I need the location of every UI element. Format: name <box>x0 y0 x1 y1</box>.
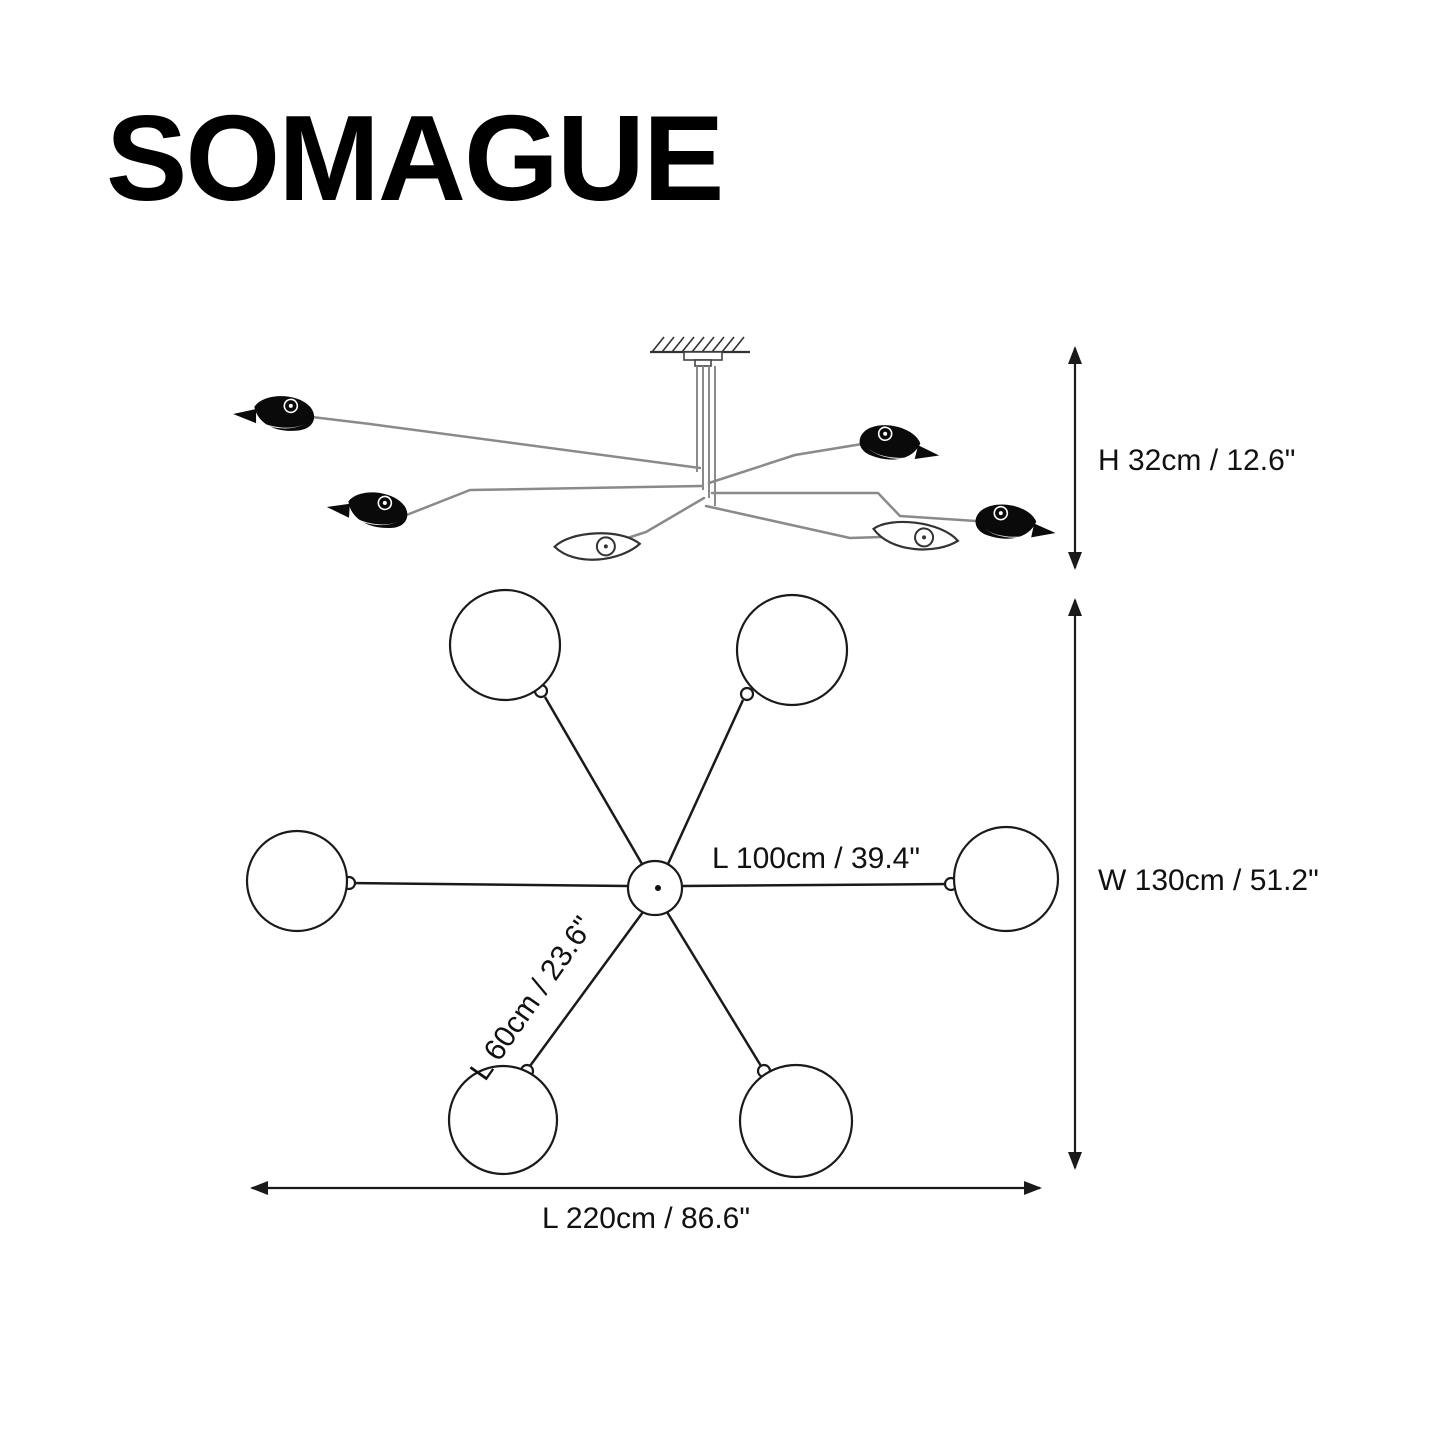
lamp-arm <box>310 415 702 470</box>
shade-circle-right <box>952 825 1060 933</box>
black-lamp-shade-icon <box>231 388 318 436</box>
shade-circle-lower-left <box>447 1064 559 1176</box>
shade-circle-upper-left <box>448 588 562 702</box>
black-lamp-shade-icon <box>324 481 412 534</box>
black-lamp-shade-icon <box>857 421 943 466</box>
white-lamp-shade-icon <box>871 518 961 554</box>
width-dimension: W 130cm / 51.2" <box>1068 598 1319 1170</box>
height-dimension: H 32cm / 12.6" <box>1068 346 1295 570</box>
long-arm-length-label: L 100cm / 39.4" <box>712 842 920 875</box>
lamp-arm <box>710 491 978 523</box>
shade-circle-lower-right <box>738 1063 854 1179</box>
arm-joint <box>739 686 755 702</box>
width-dimension-label: W 130cm / 51.2" <box>1098 864 1319 897</box>
ceiling-mount-icon <box>650 336 750 367</box>
top-view-shades <box>245 588 1060 1179</box>
height-dimension-label: H 32cm / 12.6" <box>1098 444 1295 477</box>
shade-circle-left <box>245 829 349 933</box>
top-view-arms <box>348 696 952 1067</box>
black-lamp-shade-icon <box>973 501 1059 544</box>
lamp-shades-side <box>231 388 1059 566</box>
top-arm-left <box>348 881 629 888</box>
side-view-drawing <box>231 336 1059 566</box>
white-lamp-shade-icon <box>552 527 643 566</box>
brand-logo: SOMAGUE <box>106 90 722 226</box>
top-view-drawing: L 100cm / 39.4" L 60cm / 23.6" <box>245 588 1060 1179</box>
top-arm-right <box>681 882 952 888</box>
lamp-arms <box>310 415 978 547</box>
top-arm-lower-left <box>528 911 645 1067</box>
central-hub <box>626 859 684 917</box>
suspension-rods <box>696 366 716 506</box>
lamp-arm <box>402 484 704 518</box>
hub-center-dot <box>655 885 661 891</box>
length-dimension: L 220cm / 86.6" <box>250 1181 1042 1235</box>
top-arm-upper-left <box>543 696 644 865</box>
lamp-arm <box>707 442 864 485</box>
top-arm-upper-right <box>666 699 745 865</box>
shade-circle-upper-right <box>735 593 849 707</box>
length-dimension-label: L 220cm / 86.6" <box>542 1202 750 1235</box>
top-arm-lower-right <box>665 911 763 1067</box>
